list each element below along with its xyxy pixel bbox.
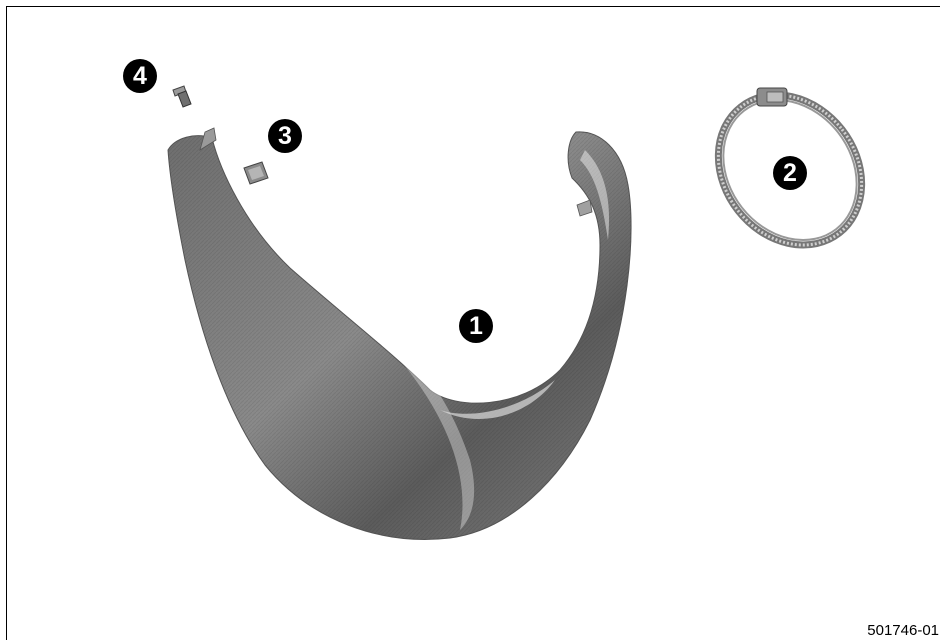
callout-4-badge: 4	[123, 59, 157, 93]
clip-nut-part	[244, 162, 268, 184]
callout-2-badge: 2	[773, 156, 807, 190]
callout-3-badge: 3	[268, 119, 302, 153]
guard-part	[168, 128, 631, 539]
figure-reference-code: 501746-01	[867, 622, 939, 639]
callout-1-badge: 1	[459, 309, 493, 343]
screw-part	[173, 86, 191, 107]
